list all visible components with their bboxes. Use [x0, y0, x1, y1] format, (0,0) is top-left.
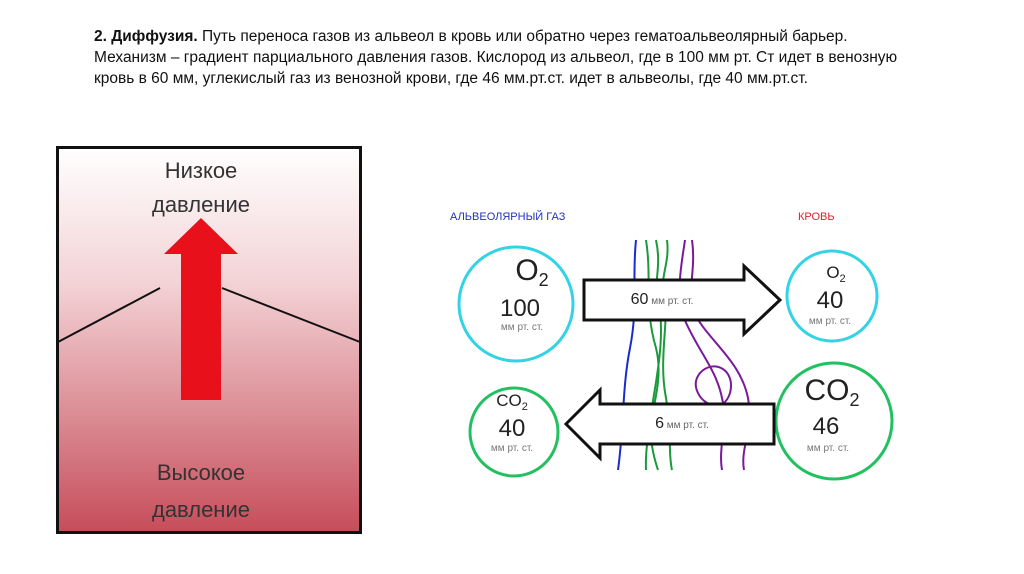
- right-slope-line: [221, 287, 361, 343]
- blood-co2-value: 46: [813, 413, 840, 440]
- gas-exchange-diagram: АЛЬВЕОЛЯРНЫЙ ГАЗ КРОВЬ 60 мм рт. ст. 6 м…: [450, 210, 894, 481]
- alveolar-co2-unit: мм рт. ст.: [491, 443, 533, 454]
- alveolar-o2-circle: [457, 245, 575, 363]
- blood-co2-unit: мм рт. ст.: [807, 443, 849, 454]
- blood-o2-unit: мм рт. ст.: [809, 316, 851, 327]
- pressure-gradient-panel: Низкое давление Высокое давление: [56, 146, 362, 534]
- o2-arrow-label: 60 мм рт. ст.: [631, 291, 694, 308]
- low-pressure-line2: давление: [152, 192, 250, 217]
- left-slope-line: [57, 287, 161, 343]
- blood-o2-circle: [785, 249, 879, 343]
- blood-co2-formula: CO2: [804, 374, 859, 410]
- alveolar-o2-value: 100: [500, 295, 540, 322]
- blood-header: КРОВЬ: [798, 211, 835, 223]
- high-pressure-line1: Высокое: [157, 460, 245, 485]
- alveolar-co2-value: 40: [499, 415, 526, 442]
- alveolar-co2-circle: [468, 386, 560, 478]
- alveolar-co2-formula: CO2: [496, 391, 528, 413]
- high-pressure-line2: давление: [152, 497, 250, 522]
- slide-heading: 2. Диффузия.: [94, 28, 198, 45]
- alveolar-o2-formula: O2: [515, 254, 548, 290]
- up-arrow-icon: [164, 218, 238, 400]
- slide-body: Путь переноса газов из альвеол в кровь и…: [94, 28, 898, 87]
- co2-diffusion-arrow: [563, 386, 776, 462]
- low-pressure-line1: Низкое: [165, 158, 238, 183]
- alveolar-o2-unit: мм рт. ст.: [501, 322, 543, 333]
- o2-diffusion-arrow: [582, 262, 783, 338]
- blood-o2-formula: O2: [826, 263, 845, 285]
- alveolar-gas-header: АЛЬВЕОЛЯРНЫЙ ГАЗ: [450, 210, 566, 223]
- blood-o2-value: 40: [817, 287, 844, 314]
- blood-co2-circle: [774, 361, 894, 481]
- slide-text: 2. Диффузия. Путь переноса газов из альв…: [94, 26, 914, 89]
- co2-arrow-label: 6 мм рт. ст.: [655, 415, 709, 432]
